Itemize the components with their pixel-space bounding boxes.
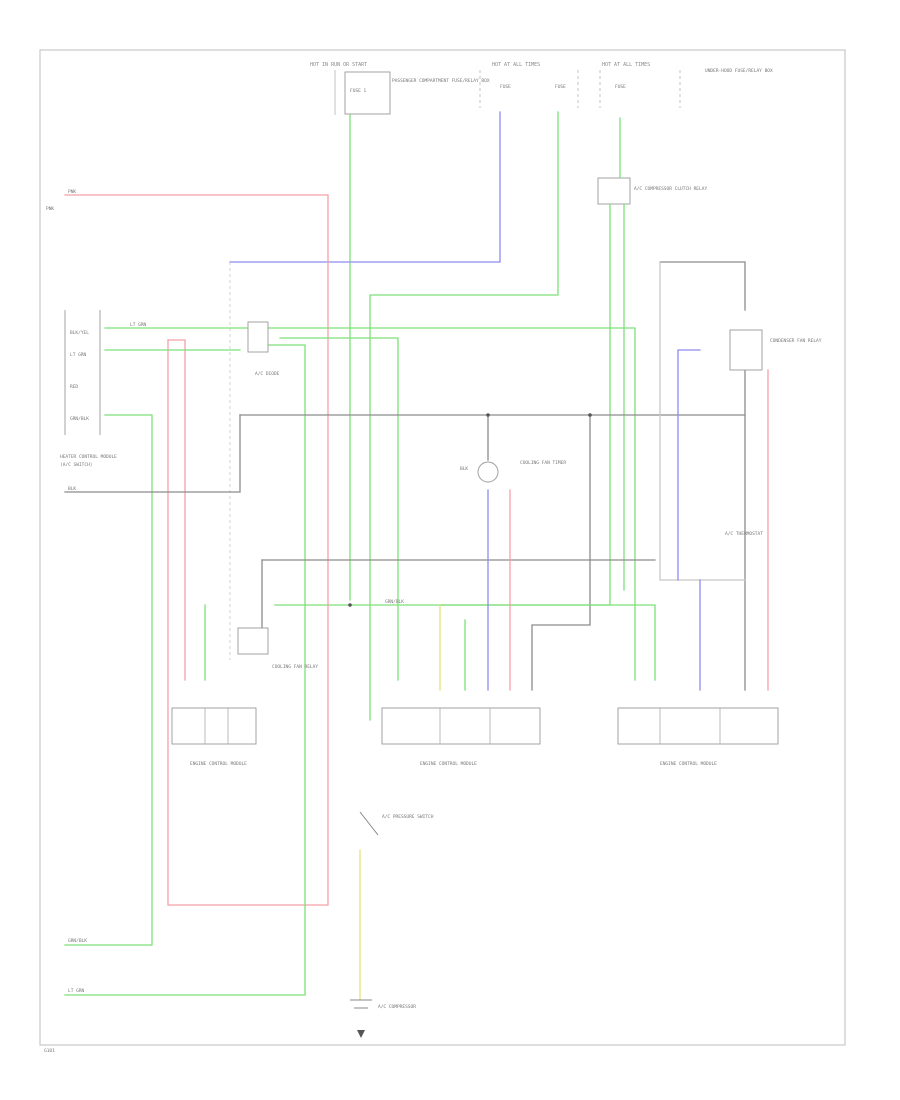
diagram-frame <box>39 49 846 1046</box>
right-relay-label: CONDENSER FAN RELAY <box>770 338 822 344</box>
pressure-switch-arm <box>359 811 379 836</box>
diode-box <box>237 627 269 655</box>
top-relay-box <box>597 177 631 205</box>
right-switch-box <box>729 329 763 371</box>
wire-ltgrn-module <box>104 327 636 681</box>
pin-a-label: BLK/YEL <box>70 330 89 336</box>
fuse-b-label: FUSE <box>500 84 511 90</box>
pin-b-label: LT GRN <box>70 352 87 358</box>
splice-dot-1 <box>348 603 352 607</box>
pin-d-label: GRN/BLK <box>70 416 89 422</box>
splice-dot-2 <box>486 413 490 417</box>
top-relay-label: A/C COMPRESSOR CLUTCH RELAY <box>634 186 707 192</box>
left-junction <box>247 321 269 353</box>
wire-green-relay-out-1 <box>274 203 611 606</box>
wire-green-mid-right <box>439 604 656 681</box>
ecm-left-label: ENGINE CONTROL MODULE <box>190 761 247 767</box>
pin-c-label: RED <box>70 384 78 390</box>
pressure-switch-label: A/C PRESSURE SWITCH <box>382 814 434 820</box>
wire-black-left <box>64 414 241 493</box>
splice-dot-3 <box>588 413 592 417</box>
top-hot-run-label: HOT IN RUN OR START <box>310 62 367 68</box>
wire-pink-label: PNK <box>68 189 76 195</box>
left-in-mid-label: BLK <box>68 486 76 492</box>
center-left-text: BLK <box>460 466 468 472</box>
wire-blue-right <box>677 349 701 581</box>
fuse-a-label: FUSE 1 <box>350 88 367 94</box>
top-hot-all-2-label: HOT AT ALL TIMES <box>602 62 650 68</box>
left-in-top-label: PNK <box>46 206 54 212</box>
top-hot-all-1-label: HOT AT ALL TIMES <box>492 62 540 68</box>
fuse-block-1-label: PASSENGER COMPARTMENT FUSE/RELAY BOX <box>392 78 490 84</box>
bottom-left-b-label: LT GRN <box>68 988 85 994</box>
wire-blue-top <box>229 111 501 263</box>
footer-label: G101 <box>44 1048 55 1054</box>
left-module-label: HEATER CONTROL MODULE <box>60 454 117 460</box>
fuse-box-left <box>344 71 391 115</box>
fuse-c-label: FUSE <box>555 84 566 90</box>
mid-switch-label: A/C THERMOSTAT <box>725 531 763 537</box>
wire-black-mid <box>531 414 591 691</box>
ground-arrow <box>357 1030 365 1038</box>
fuse-block-2-label: UNDER-HOOD FUSE/RELAY BOX <box>705 68 773 74</box>
wire-green-center-down <box>279 337 399 681</box>
center-relay-label: COOLING FAN RELAY <box>272 664 318 670</box>
bottom-left-a-label: GRN/BLK <box>68 938 87 944</box>
compressor-label: A/C COMPRESSOR <box>378 1004 416 1010</box>
wire-black-right-top <box>659 261 746 311</box>
left-relay-label: A/C DIODE <box>255 371 280 377</box>
ecm-connector-right <box>617 707 779 745</box>
wire-green-to-bottom <box>64 344 306 996</box>
wire-grnblk-bottom <box>64 414 153 946</box>
fan-label: COOLING FAN TIMER <box>520 460 566 466</box>
fuse-d-label: FUSE <box>615 84 626 90</box>
wire-pink-to-left-relay <box>167 339 186 681</box>
ecm-connector-center <box>381 707 541 745</box>
left-module-sub-label: (A/C SWITCH) <box>60 462 93 468</box>
wire-grey-right <box>659 261 746 581</box>
center-fan-circle <box>477 461 499 483</box>
wire-green-fuse-c <box>369 111 559 721</box>
ecm-connector-left <box>171 707 257 745</box>
wire-ltgrn-label: LT GRN <box>130 322 147 328</box>
ecm-right-label: ENGINE CONTROL MODULE <box>660 761 717 767</box>
wire-pink-top <box>64 194 329 906</box>
wire-grn-label: GRN/BLK <box>385 599 404 605</box>
ecm-center-label: ENGINE CONTROL MODULE <box>420 761 477 767</box>
